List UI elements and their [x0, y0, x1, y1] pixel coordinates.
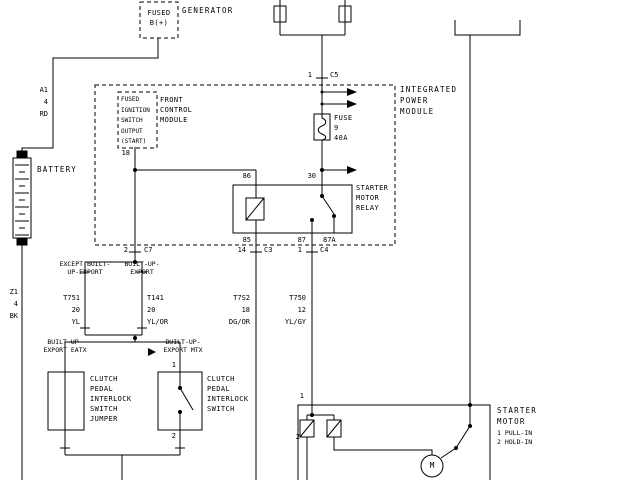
switch-contact-dot [178, 386, 182, 390]
label-pin-86: 86 [242, 172, 251, 180]
motor-symbol [420, 454, 444, 478]
junction-dot [468, 403, 472, 407]
battery-symbol [12, 157, 32, 239]
starter-contact-arm [440, 425, 471, 459]
label-built-up-mtx: BUILT-UP- EXPORT MTX [163, 338, 203, 354]
battery-terminal-bottom [16, 237, 28, 246]
label-wire-t750: T750 12 YL/GY [284, 294, 306, 326]
wire-merge-bottom [65, 454, 180, 480]
starter-contact-dot [454, 446, 458, 450]
label-c5-pin: 1 [307, 71, 312, 79]
mtx-marker [148, 348, 156, 356]
label-c4-name: C4 [320, 246, 329, 254]
label-pin-87a: 87A [323, 236, 336, 244]
label-front-control-module: FRONT CONTROL MODULE [160, 96, 193, 124]
top-right-partial-box [454, 20, 521, 36]
top-connector-right [338, 5, 352, 23]
starter-coil-holdin [299, 419, 315, 438]
top-connector-left [273, 5, 287, 23]
label-c7-name: C7 [144, 246, 153, 254]
splice-arrow [347, 100, 357, 108]
junction-dot [310, 413, 314, 417]
label-wire-a1: A1 4 RD [39, 86, 48, 118]
label-ipm: INTEGRATED POWER MODULE [400, 85, 458, 116]
relay-87a-contact-dot [332, 214, 336, 218]
battery-plates [15, 164, 29, 236]
junction-dot [133, 168, 137, 172]
junction-dot [320, 168, 324, 172]
integrated-power-module-box [94, 84, 396, 246]
label-clutch-jumper: CLUTCH PEDAL INTERLOCK SWITCH JUMPER [90, 375, 132, 423]
label-relay-name: STARTER MOTOR RELAY [356, 184, 389, 212]
label-fused-b-plus: FUSED B(+) [147, 9, 171, 27]
label-motor-m: M [429, 461, 435, 470]
label-clutch-switch: CLUTCH PEDAL INTERLOCK SWITCH [207, 375, 249, 413]
label-c3-name: C3 [264, 246, 273, 254]
junction-dot [320, 90, 324, 94]
relay-pivot-dot [320, 194, 324, 198]
junction-dot [133, 260, 137, 264]
wire-generator-to-battery [21, 38, 159, 151]
component-boxes [12, 5, 444, 478]
label-switch-pin-1: 1 [171, 361, 176, 369]
label-built-up-eatx: BUILT-UP- EXPORT EATX [43, 338, 87, 354]
arrow-markers [148, 88, 357, 356]
label-switch-pin-2: 2 [171, 432, 176, 440]
clutch-jumper-box [47, 371, 85, 431]
clutch-switch-arm [179, 387, 194, 411]
label-pin-18: 18 [121, 149, 130, 157]
battery-terminal-top [16, 150, 28, 159]
wire-ignition-output [134, 147, 256, 262]
label-built-up: BUILT-UP- EXPORT [124, 260, 160, 276]
label-except-built-up: EXCEPT BUILT- UP-EXPORT [59, 260, 111, 276]
relay-switch-arm [321, 195, 335, 215]
label-c4-pin: 1 [297, 246, 302, 254]
relay-coil [245, 197, 265, 221]
label-starter-notes: 1 PULL-IN 2 HOLD-IN [497, 429, 533, 446]
label-pin-85: 85 [242, 236, 251, 244]
label-wire-t751: T751 20 YL [63, 294, 80, 326]
label-pin-87: 87 [297, 236, 306, 244]
clutch-switch-box [157, 371, 203, 431]
relay-87-contact-dot [310, 218, 314, 222]
wire-top-connectors [279, 0, 346, 36]
starter-relay-box [232, 184, 353, 234]
starter-coil-pullin-diagonal [326, 419, 342, 438]
fuse-element [317, 114, 327, 141]
label-generator: GENERATOR [182, 6, 234, 15]
switch-contact-dot [178, 410, 182, 414]
label-c5-name: C5 [330, 71, 339, 79]
splice-arrow [347, 88, 357, 96]
junction-dot [320, 102, 324, 106]
label-wire-t7s2: T7S2 18 DG/OR [228, 294, 250, 326]
label-starter-motor: STARTER MOTOR [497, 406, 538, 426]
fused-bplus-box [139, 1, 179, 39]
relay-coil-diagonal [245, 197, 265, 221]
fused-ignition-box [117, 91, 158, 149]
connector-ticks [60, 77, 328, 449]
label-fuse: FUSE 9 40A [334, 114, 353, 142]
starter-contact-dot [468, 424, 472, 428]
label-wire-z1: Z1 4 BK [9, 288, 18, 320]
label-c7-pin: 2 [123, 246, 128, 254]
label-battery: BATTERY [37, 165, 78, 174]
label-fused-ignition: FUSED IGNITION SWITCH OUTPUT (START) [121, 96, 150, 146]
junction-dots [133, 90, 472, 450]
wire-splice-branches [322, 91, 347, 171]
dashed-boxes [94, 1, 396, 246]
label-c3-pin: 14 [237, 246, 246, 254]
splice-arrow [347, 166, 357, 174]
label-starter-pin-1: 1 [299, 392, 304, 400]
label-wire-t141: T141 20 YL/OR [147, 294, 169, 326]
starter-coil-holdin-diagonal [299, 419, 315, 438]
label-pin-30: 30 [307, 172, 316, 180]
starter-internal-wires [306, 405, 433, 480]
wire-option-network [64, 261, 181, 455]
label-starter-pin-2: 2 [295, 433, 300, 441]
junction-dot [133, 336, 137, 340]
starter-coil-pullin [326, 419, 342, 438]
starter-box-outline [297, 404, 491, 480]
